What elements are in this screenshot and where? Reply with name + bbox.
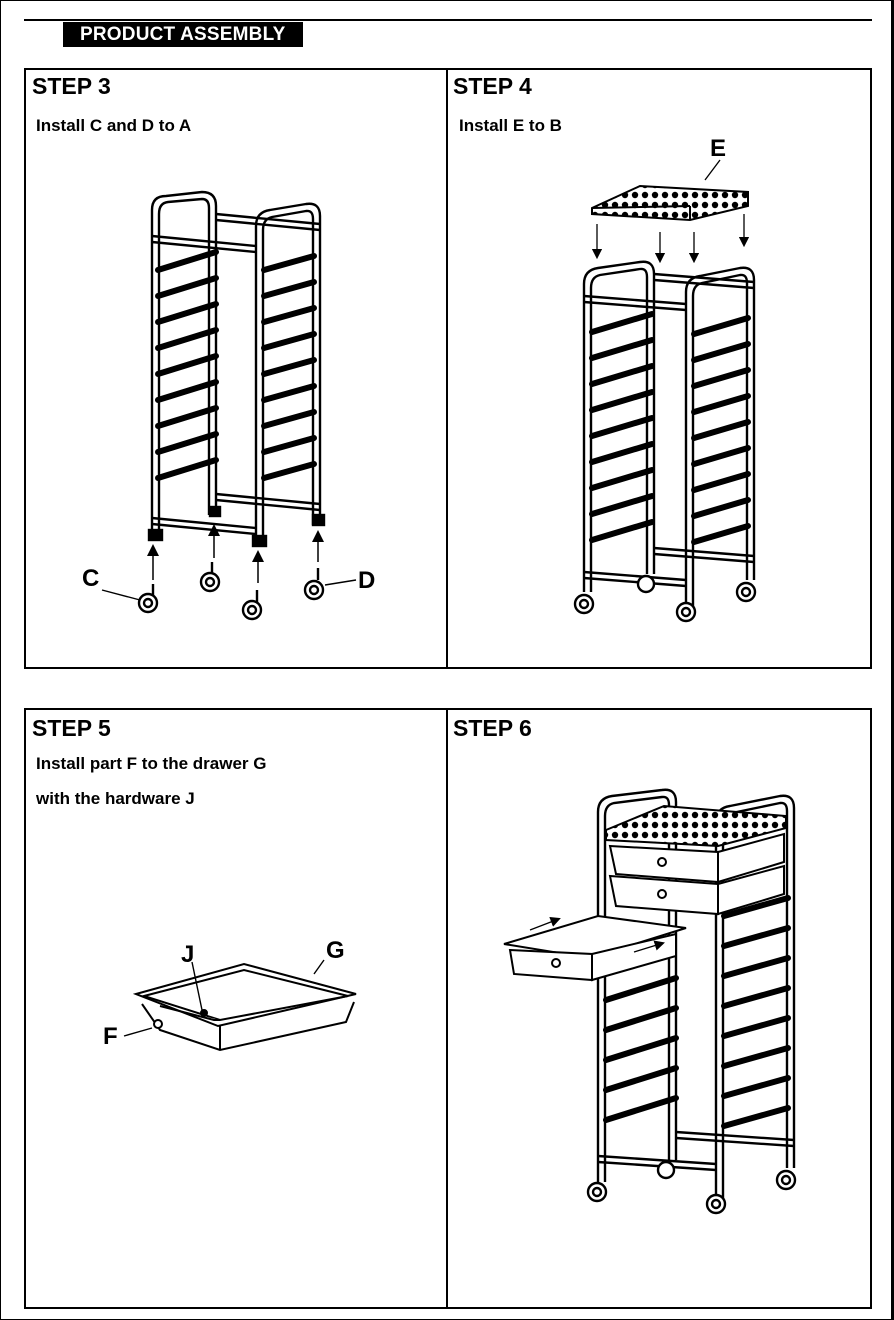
step-3-casters bbox=[139, 562, 323, 619]
step-6-casters bbox=[588, 1162, 795, 1213]
step-4-top-shelf bbox=[592, 186, 748, 220]
step-6-drawers bbox=[610, 834, 784, 914]
step-5-drawer-illustration bbox=[136, 964, 356, 1050]
step-4-casters bbox=[575, 576, 755, 621]
step-3-rails bbox=[158, 252, 314, 478]
step-4-frame-illustration bbox=[584, 262, 754, 612]
step-4-rails bbox=[592, 314, 748, 542]
step-6-sliding-drawer bbox=[504, 916, 686, 980]
